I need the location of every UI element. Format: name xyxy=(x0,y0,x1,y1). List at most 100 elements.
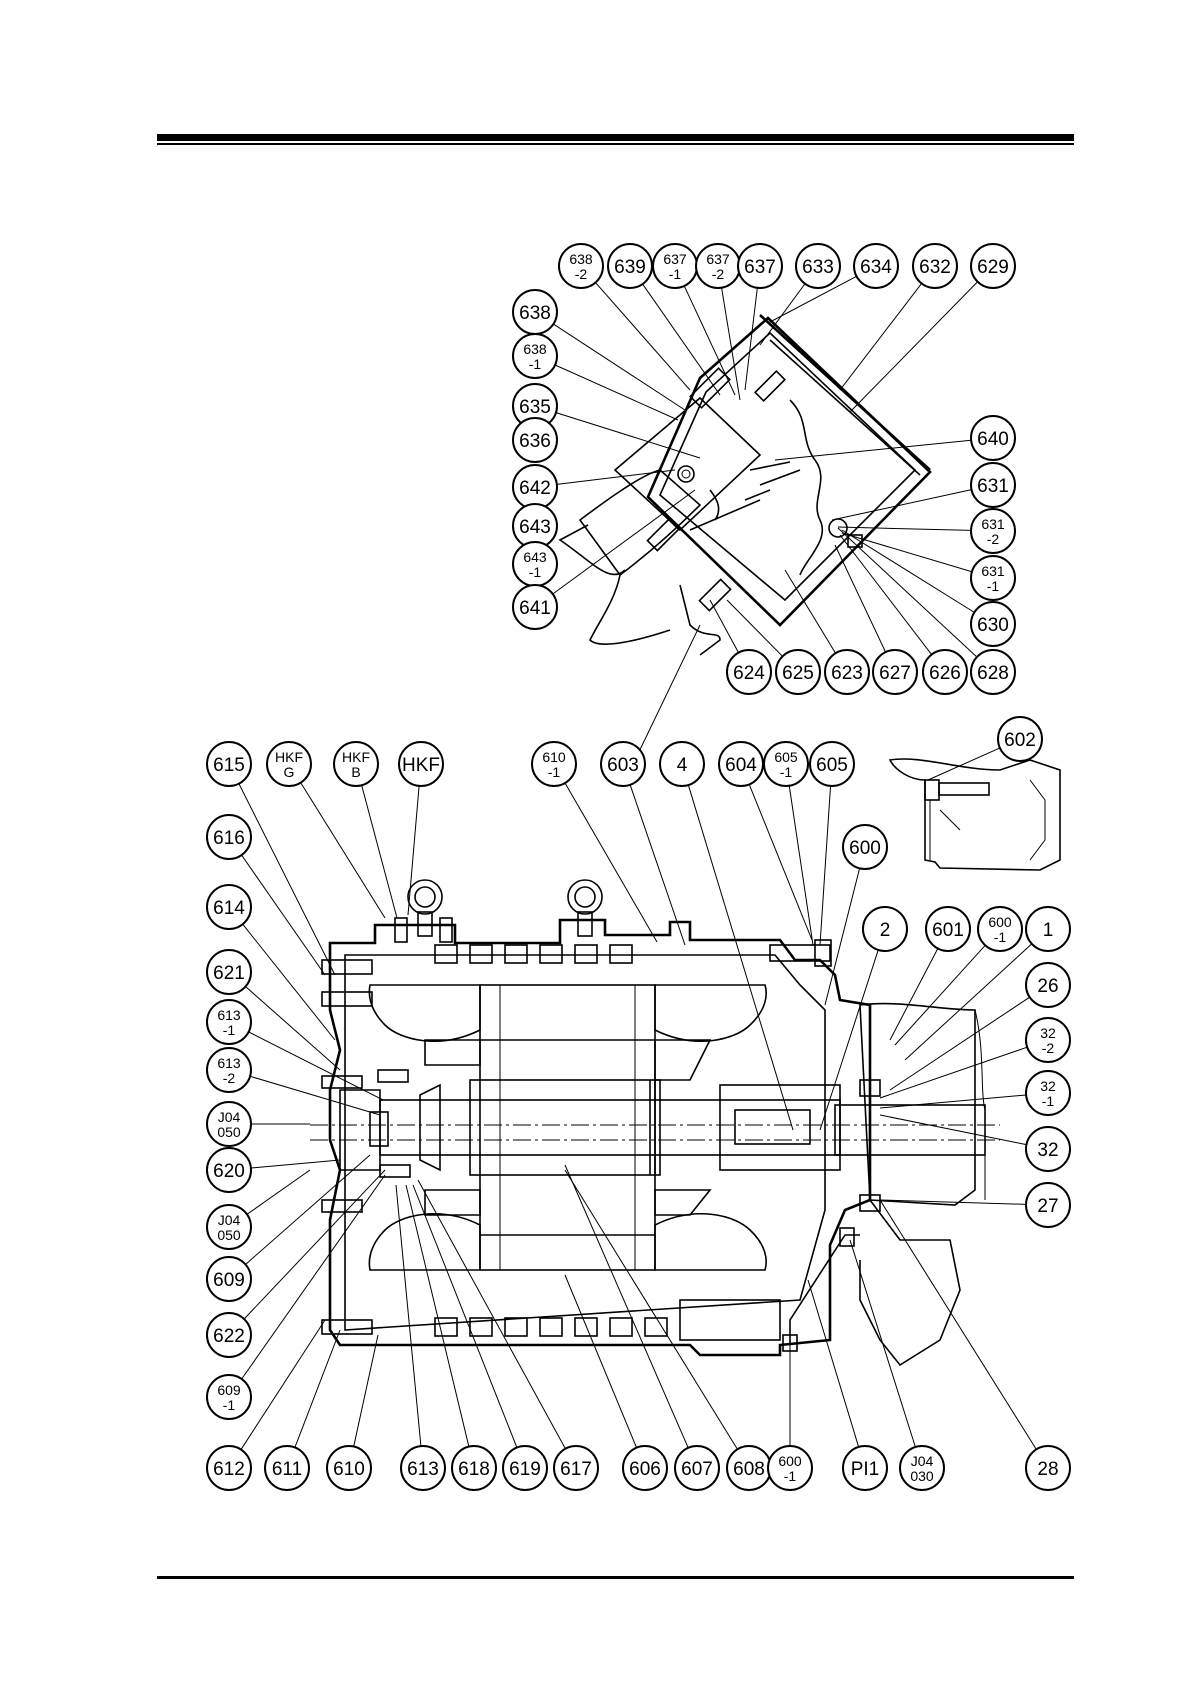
callout-label-line: 638 xyxy=(523,341,547,357)
leader-line xyxy=(241,854,326,976)
callout-607: 607 xyxy=(674,1445,720,1491)
callout-label: 606 xyxy=(629,1459,661,1480)
callout-label: 609 xyxy=(213,1270,245,1291)
leader-line xyxy=(629,784,686,946)
callout-605: 605 xyxy=(809,741,855,787)
leader-line xyxy=(841,529,975,613)
callout-label-line: -2 xyxy=(712,266,725,282)
callout-PI1: PI1 xyxy=(842,1445,888,1491)
leader-line xyxy=(879,1094,1027,1109)
callout-label-line: -1 xyxy=(669,266,682,282)
callout-label: 629 xyxy=(977,257,1009,278)
callout-label: 640 xyxy=(977,429,1009,450)
leader-line xyxy=(879,1114,1027,1146)
callout-label: 623 xyxy=(831,663,863,684)
leader-line xyxy=(837,527,978,658)
callout-label-line: HKF xyxy=(275,749,303,765)
callout-615: 615 xyxy=(206,741,252,787)
callout-600: 600 xyxy=(842,824,888,870)
leader-line xyxy=(417,1179,566,1449)
callout-613-2: 613-2 xyxy=(206,1047,252,1093)
callout-label: 2 xyxy=(880,920,891,941)
leader-line xyxy=(353,1334,379,1447)
callout-label: 641 xyxy=(519,598,551,619)
callout-label: 614 xyxy=(213,898,245,919)
leader-lines xyxy=(238,275,1037,1450)
callout-26: 26 xyxy=(1025,962,1071,1008)
callout-label: 27 xyxy=(1037,1196,1058,1217)
callout-600-1a: 600-1 xyxy=(977,906,1023,952)
leader-line xyxy=(564,1274,638,1448)
callout-label: 607 xyxy=(681,1459,713,1480)
callout-label-line: -1 xyxy=(548,764,561,780)
callout-618: 618 xyxy=(451,1445,497,1491)
leader-line xyxy=(412,1184,518,1448)
leader-line xyxy=(788,785,814,946)
leader-line xyxy=(687,784,794,1131)
leader-line xyxy=(552,489,696,595)
callout-621: 621 xyxy=(206,949,252,995)
leader-line xyxy=(294,1329,341,1448)
leader-line xyxy=(564,782,658,943)
leader-line xyxy=(556,469,676,485)
callout-634: 634 xyxy=(853,243,899,289)
callout-631-1: 631-1 xyxy=(970,555,1016,601)
callout-600-1b: 600-1 xyxy=(767,1445,813,1491)
leader-line xyxy=(245,986,341,1071)
callout-label-line: 32 xyxy=(1040,1025,1056,1041)
leader-line xyxy=(769,275,857,323)
callout-28: 28 xyxy=(1025,1445,1071,1491)
callout-label: 604 xyxy=(725,755,757,776)
callout-label-line: 600 xyxy=(988,914,1012,930)
callout-label-line: J04 xyxy=(218,1212,241,1228)
leader-line xyxy=(407,785,420,916)
leader-line xyxy=(819,785,832,946)
leader-line xyxy=(240,1319,326,1450)
callout-label: 610 xyxy=(333,1459,365,1480)
terminal-box-detail xyxy=(558,314,932,656)
callout-label: 631 xyxy=(977,476,1009,497)
callout-638: 638 xyxy=(512,289,558,335)
leader-line xyxy=(824,868,861,1006)
leader-line xyxy=(784,569,837,654)
callout-4: 4 xyxy=(659,741,705,787)
callout-637-2: 637-2 xyxy=(695,243,741,289)
callout-617: 617 xyxy=(553,1445,599,1491)
callout-642: 642 xyxy=(512,464,558,510)
leader-line xyxy=(243,1169,386,1320)
callout-label: 626 xyxy=(929,663,961,684)
callout-label-line: -1 xyxy=(994,929,1007,945)
leader-line xyxy=(889,996,1030,1091)
leader-line xyxy=(839,283,923,391)
callout-608: 608 xyxy=(726,1445,772,1491)
callout-603: 603 xyxy=(600,741,646,787)
callout-601: 601 xyxy=(925,906,971,952)
leader-line xyxy=(889,948,939,1041)
callout-613-1: 613-1 xyxy=(206,999,252,1045)
callout-label-line: -1 xyxy=(987,578,1000,594)
callout-637-1: 637-1 xyxy=(652,243,698,289)
callout-label-line: J04 xyxy=(911,1453,934,1469)
callout-label: 635 xyxy=(519,397,551,418)
callout-610: 610 xyxy=(326,1445,372,1491)
leader-line xyxy=(819,949,879,1131)
leader-line xyxy=(807,1279,860,1448)
callout-620: 620 xyxy=(206,1147,252,1193)
callout-label: 618 xyxy=(458,1459,490,1480)
leader-line xyxy=(879,1199,1027,1205)
motor-section xyxy=(310,879,1000,1367)
callout-label: 617 xyxy=(560,1459,592,1480)
callout-label: 637 xyxy=(744,257,776,278)
callout-609-1: 609-1 xyxy=(206,1374,252,1420)
callout-label-line: -2 xyxy=(575,266,588,282)
footer-rule xyxy=(157,1576,1074,1579)
leader-line xyxy=(879,1199,1037,1450)
header-rule xyxy=(157,134,1074,141)
callout-label-line: 613 xyxy=(217,1007,241,1023)
callout-label: 624 xyxy=(733,663,765,684)
